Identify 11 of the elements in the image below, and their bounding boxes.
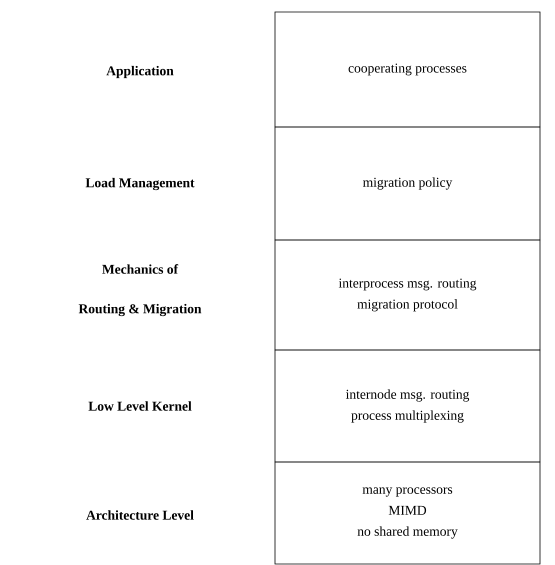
layer-label: Architecture Level bbox=[86, 510, 194, 520]
layer-box: cooperating processes bbox=[274, 12, 540, 128]
layer-label: Routing & Migration bbox=[78, 304, 202, 316]
layer-label: Load Management bbox=[86, 178, 194, 190]
layer-label: Application bbox=[106, 66, 174, 78]
layer-label: Low Level Kernel bbox=[88, 401, 192, 411]
layer-box: internode msg. routing process multiplexing bbox=[274, 350, 540, 462]
layer-box: migration policy bbox=[274, 126, 540, 240]
layer-box: many processors MIMD no shared memory bbox=[274, 462, 540, 564]
layer-label: Mechanics of bbox=[102, 264, 178, 274]
layer-box: interprocess msg. routing migration protocol bbox=[274, 240, 540, 350]
